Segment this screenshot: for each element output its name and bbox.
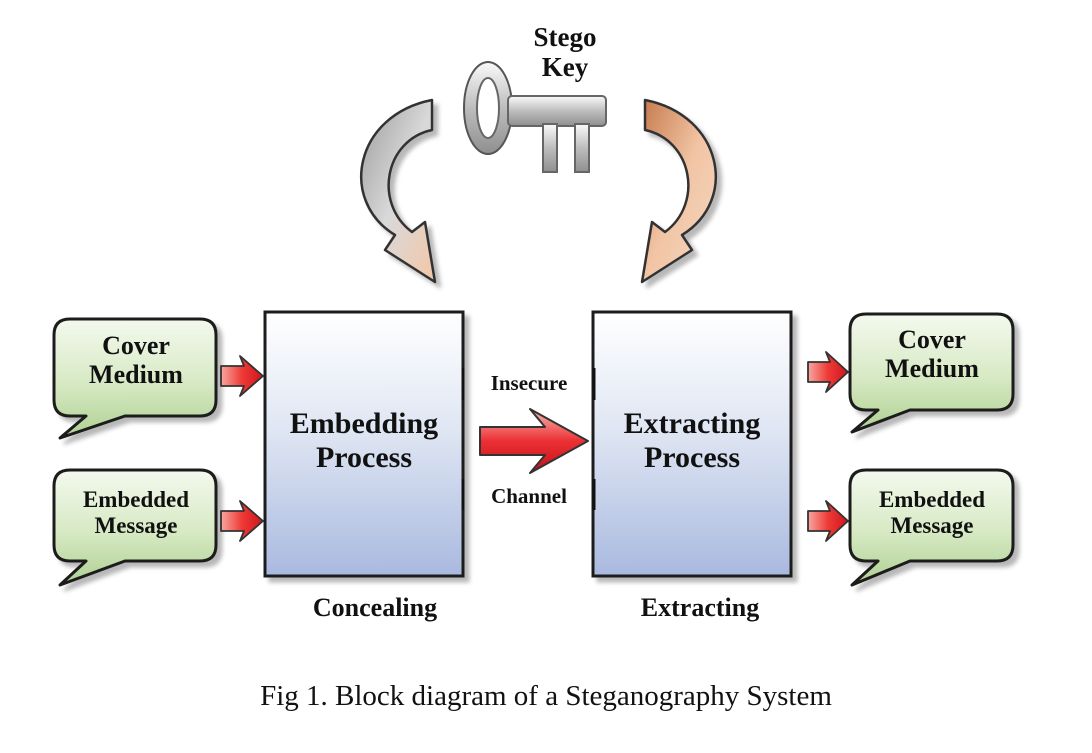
extracting-process-box <box>591 310 793 578</box>
extracting-label: Extracting <box>640 593 760 622</box>
embedding-process-label: Embedding Process <box>289 407 439 474</box>
embedded-message-output-label: Embedded Message <box>878 487 986 538</box>
cover-medium-input-label: Cover Medium <box>89 331 183 390</box>
arrow-right-icon <box>807 351 849 393</box>
arrow-right-icon <box>220 355 264 397</box>
channel-label: Channel <box>491 484 567 508</box>
concealing-label: Concealing <box>312 593 438 622</box>
embedded-message-input-bubble <box>52 468 218 587</box>
figure-caption: Fig 1. Block diagram of a Steganography … <box>260 680 832 712</box>
curved-arrow-right-icon <box>640 98 717 284</box>
insecure-label: Insecure <box>490 371 568 395</box>
embedding-process-box <box>263 310 465 578</box>
channel-arrow-icon <box>479 408 589 474</box>
arrow-right-icon <box>807 500 849 542</box>
key-icon <box>463 61 607 173</box>
arrow-right-icon <box>220 500 264 542</box>
channel-markers <box>461 368 596 510</box>
extracting-process-label: Extracting Process <box>623 407 761 474</box>
cover-medium-input-bubble <box>52 317 218 440</box>
cover-medium-output-bubble <box>848 312 1015 434</box>
cover-medium-output-label: Cover Medium <box>885 325 979 384</box>
curved-arrow-left-icon <box>360 98 437 284</box>
embedded-message-output-bubble <box>848 468 1015 587</box>
embedded-message-input-label: Embedded Message <box>82 487 190 538</box>
stego-key-label: Stego Key <box>533 22 597 83</box>
